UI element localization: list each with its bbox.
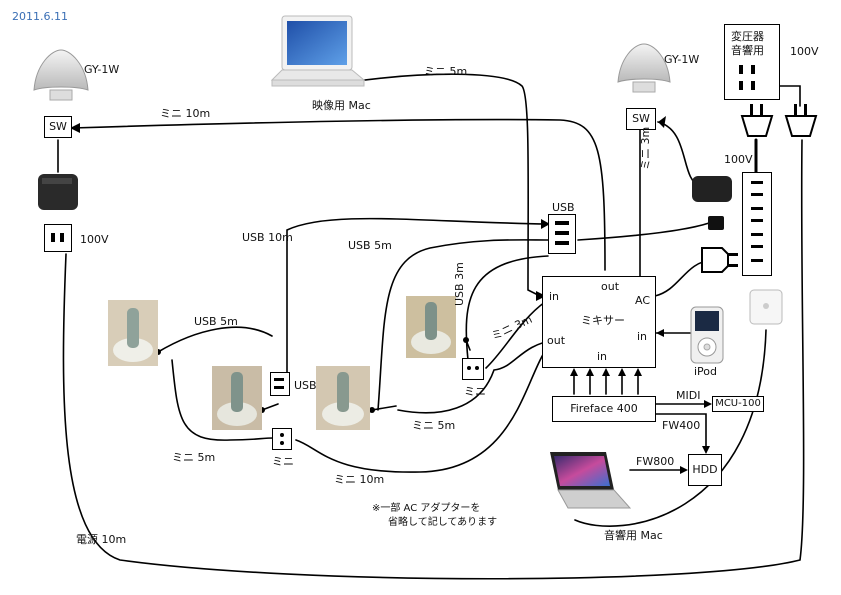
ipod-icon — [690, 306, 724, 364]
mixer-in-right: in — [637, 330, 648, 343]
cable-usb-hub-right — [577, 221, 713, 241]
video-mac-laptop-icon — [270, 15, 366, 87]
cable-power-10m — [62, 139, 805, 580]
arrow-right-sw — [658, 116, 666, 128]
midi-label: MIDI — [676, 389, 701, 402]
mixer-out-top: out — [601, 280, 620, 293]
mac-power-adapter-icon — [749, 289, 783, 325]
mcu-box: MCU-100 — [712, 396, 764, 412]
usb-adapter-icon — [708, 216, 724, 230]
strip-voltage: 100V — [724, 153, 753, 166]
transformer-voltage: 100V — [790, 45, 819, 58]
arrow-ff-2 — [586, 368, 594, 376]
cable-mini-5m-mid — [397, 339, 556, 414]
arrow-ff-3 — [602, 368, 610, 376]
junction-2 — [369, 407, 375, 413]
cable-mini-5m-left — [171, 359, 275, 441]
instrument-photo-4 — [406, 296, 456, 358]
transformer-box: 変圧器 音響用 — [724, 24, 780, 100]
cable-stub-b — [371, 405, 397, 411]
mini-box-right-label: ミニ — [464, 385, 486, 398]
mixer-in-left: in — [549, 290, 560, 303]
sw-right-box: SW — [626, 108, 656, 130]
speaker-right-icon — [617, 43, 671, 93]
usb-small-label: USB — [294, 379, 317, 392]
ipod-label: iPod — [694, 365, 718, 378]
fw400-label: FW400 — [662, 419, 701, 432]
mixer-in-bottom: in — [597, 350, 608, 363]
ac-adapter-left-icon — [38, 174, 78, 210]
cable-usb-5m-mid — [377, 239, 549, 411]
junction-3 — [463, 337, 469, 343]
instrument-photo-2 — [212, 366, 262, 430]
mixer-title: ミキサー — [581, 314, 625, 327]
video-mac-label: 映像用 Mac — [312, 99, 371, 112]
cable-fw400 — [654, 413, 707, 453]
cable-mini-10m-bottom — [295, 339, 556, 473]
arrow-usb-hub-1 — [541, 219, 550, 229]
date-label: 2011.6.11 — [12, 10, 68, 23]
speaker-right-label: GY-1W — [664, 53, 700, 66]
mixer-box: in out AC ミキサー out in in — [542, 276, 656, 368]
mixer-out-left: out — [547, 334, 566, 347]
cable-label-mini-10m-bottom: ミニ 10m — [334, 473, 385, 486]
audio-mac-laptop-icon — [550, 452, 632, 509]
mixer-ac-plug-icon — [701, 247, 738, 273]
mini-box-left — [272, 428, 292, 450]
instrument-photo-1 — [108, 300, 158, 366]
plug-right-icon — [784, 104, 818, 137]
arrow-sw-left — [70, 123, 80, 133]
cable-label-power-10m: 電源 10m — [76, 533, 127, 546]
cable-mini-5m-top — [349, 73, 541, 297]
audio-mac-label: 音響用 Mac — [604, 529, 663, 542]
cable-label-mini-3m-vert: ミニ 3m — [639, 126, 652, 170]
note-line-1: ※一部 AC アダプターを — [372, 503, 481, 514]
cable-label-mini-5m-mid: ミニ 5m — [412, 419, 456, 432]
transformer-label-1: 変圧器 — [731, 30, 764, 43]
cable-usb-10m — [286, 217, 549, 377]
arrow-fw400 — [702, 446, 710, 454]
cable-label-usb-3m: USB 3m — [453, 262, 466, 306]
arrow-ff-5 — [634, 368, 642, 376]
plug-left-icon — [740, 104, 774, 137]
arrow-mixer-in-left — [536, 291, 546, 301]
usb-hub-label: USB — [552, 201, 575, 214]
arrow-ff-1 — [570, 368, 578, 376]
cable-usb-3m — [465, 255, 549, 361]
outlet-left-voltage: 100V — [80, 233, 109, 246]
instrument-photo-3 — [316, 366, 370, 430]
cable-usb-5m-left — [157, 326, 273, 353]
cable-label-usb-10m: USB 10m — [242, 231, 293, 244]
cable-label-mini-10m-top: ミニ 10m — [160, 107, 211, 120]
mini-box-left-label: ミニ — [272, 455, 294, 468]
cable-label-mini-5m-left: ミニ 5m — [172, 451, 216, 464]
cable-label-usb-5m-left: USB 5m — [194, 315, 238, 328]
arrow-midi — [704, 400, 712, 408]
usb-hub-box — [548, 214, 576, 254]
outlet-left — [44, 224, 72, 252]
mini-box-right — [462, 358, 484, 380]
transformer-label-2: 音響用 — [731, 44, 764, 57]
cable-transformer-right — [779, 85, 801, 107]
cable-label-mini-5m-top: ミニ 5m — [424, 65, 468, 78]
cable-mini-10m-top — [71, 118, 606, 271]
cable-label-usb-5m-mid: USB 5m — [348, 239, 392, 252]
speaker-left-icon — [33, 49, 89, 101]
cable-mini-3m-diag — [485, 301, 546, 369]
note-line-2: 省略して記してあります — [388, 517, 498, 528]
mixer-ac: AC — [635, 294, 651, 307]
power-strip — [742, 172, 772, 276]
arrow-fw800 — [680, 466, 688, 474]
fireface-box: Fireface 400 — [552, 396, 656, 422]
arrow-ff-4 — [618, 368, 626, 376]
hdd-box: HDD — [688, 454, 722, 486]
usb-small-box — [270, 372, 290, 396]
fw800-label: FW800 — [636, 455, 675, 468]
arrow-ipod — [656, 329, 664, 337]
ac-adapter-right-icon — [692, 176, 732, 202]
sw-left-box: SW — [44, 116, 72, 138]
speaker-left-label: GY-1W — [84, 63, 120, 76]
